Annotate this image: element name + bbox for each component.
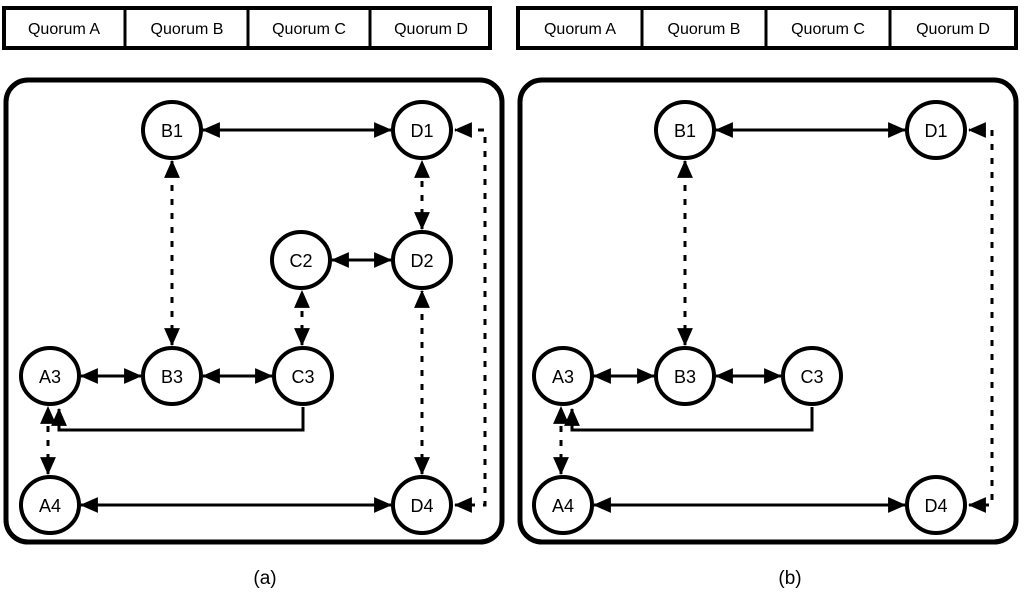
edge-a-d4-d1-margin bbox=[453, 122, 487, 513]
edge-b-c3-a3-elbow bbox=[564, 407, 814, 432]
node-a-D2-label: D2 bbox=[410, 251, 433, 271]
edge-a-c3-a3-elbow bbox=[51, 407, 305, 432]
header-cell-b-quorum-b: Quorum B bbox=[668, 21, 741, 38]
node-b-C3[interactable]: C3 bbox=[781, 346, 843, 406]
node-a-C3-label: C3 bbox=[291, 367, 314, 387]
header-cell-a-quorum-c: Quorum C bbox=[272, 21, 346, 38]
node-a-A3[interactable]: A3 bbox=[19, 346, 81, 406]
panel-a: B1 D1 C2 D2 A3 B3 bbox=[3, 77, 505, 545]
node-b-D1[interactable]: D1 bbox=[905, 100, 967, 160]
node-a-A4[interactable]: A4 bbox=[19, 475, 81, 535]
node-a-A4-label: A4 bbox=[39, 496, 61, 516]
caption-a: (a) bbox=[253, 568, 276, 589]
node-a-C2-label: C2 bbox=[289, 251, 312, 271]
node-b-D1-label: D1 bbox=[924, 121, 947, 141]
node-a-B3-label: B3 bbox=[161, 367, 183, 387]
node-b-B1[interactable]: B1 bbox=[654, 100, 716, 160]
node-b-D4[interactable]: D4 bbox=[905, 475, 967, 535]
node-b-A4-label: A4 bbox=[552, 496, 574, 516]
node-b-A3[interactable]: A3 bbox=[532, 346, 594, 406]
node-b-C3-label: C3 bbox=[800, 367, 823, 387]
panel-b: B1 D1 A3 B3 C3 A4 bbox=[517, 77, 1019, 545]
panel-b-border bbox=[517, 77, 1019, 545]
header-table-b: Quorum A Quorum B Quorum C Quorum D bbox=[516, 6, 1018, 50]
header-cell-a-quorum-b: Quorum B bbox=[151, 21, 224, 38]
header-cell-b-quorum-a: Quorum A bbox=[544, 21, 616, 38]
node-b-B1-label: B1 bbox=[674, 121, 696, 141]
node-a-D4[interactable]: D4 bbox=[391, 475, 453, 535]
node-a-B1[interactable]: B1 bbox=[141, 100, 203, 160]
node-a-A3-label: A3 bbox=[39, 367, 61, 387]
node-b-D4-label: D4 bbox=[924, 496, 947, 516]
node-a-D1[interactable]: D1 bbox=[391, 100, 453, 160]
header-cell-b-quorum-d: Quorum D bbox=[916, 21, 990, 38]
node-a-B1-label: B1 bbox=[161, 121, 183, 141]
node-b-A3-label: A3 bbox=[552, 367, 574, 387]
node-b-B3[interactable]: B3 bbox=[654, 346, 716, 406]
header-cell-b-quorum-c: Quorum C bbox=[791, 21, 865, 38]
header-table-a: Quorum A Quorum B Quorum C Quorum D bbox=[2, 6, 492, 50]
node-b-A4[interactable]: A4 bbox=[532, 475, 594, 535]
panel-a-border bbox=[3, 77, 505, 545]
node-a-C3[interactable]: C3 bbox=[272, 346, 334, 406]
node-b-B3-label: B3 bbox=[674, 367, 696, 387]
node-a-C2[interactable]: C2 bbox=[270, 230, 332, 290]
node-a-D2[interactable]: D2 bbox=[391, 230, 453, 290]
node-a-D4-label: D4 bbox=[410, 496, 433, 516]
caption-b: (b) bbox=[778, 568, 801, 589]
edge-b-d4-d1-margin bbox=[967, 122, 994, 513]
header-cell-a-quorum-d: Quorum D bbox=[394, 21, 468, 38]
node-a-B3[interactable]: B3 bbox=[141, 346, 203, 406]
header-cell-a-quorum-a: Quorum A bbox=[28, 21, 100, 38]
node-a-D1-label: D1 bbox=[410, 121, 433, 141]
